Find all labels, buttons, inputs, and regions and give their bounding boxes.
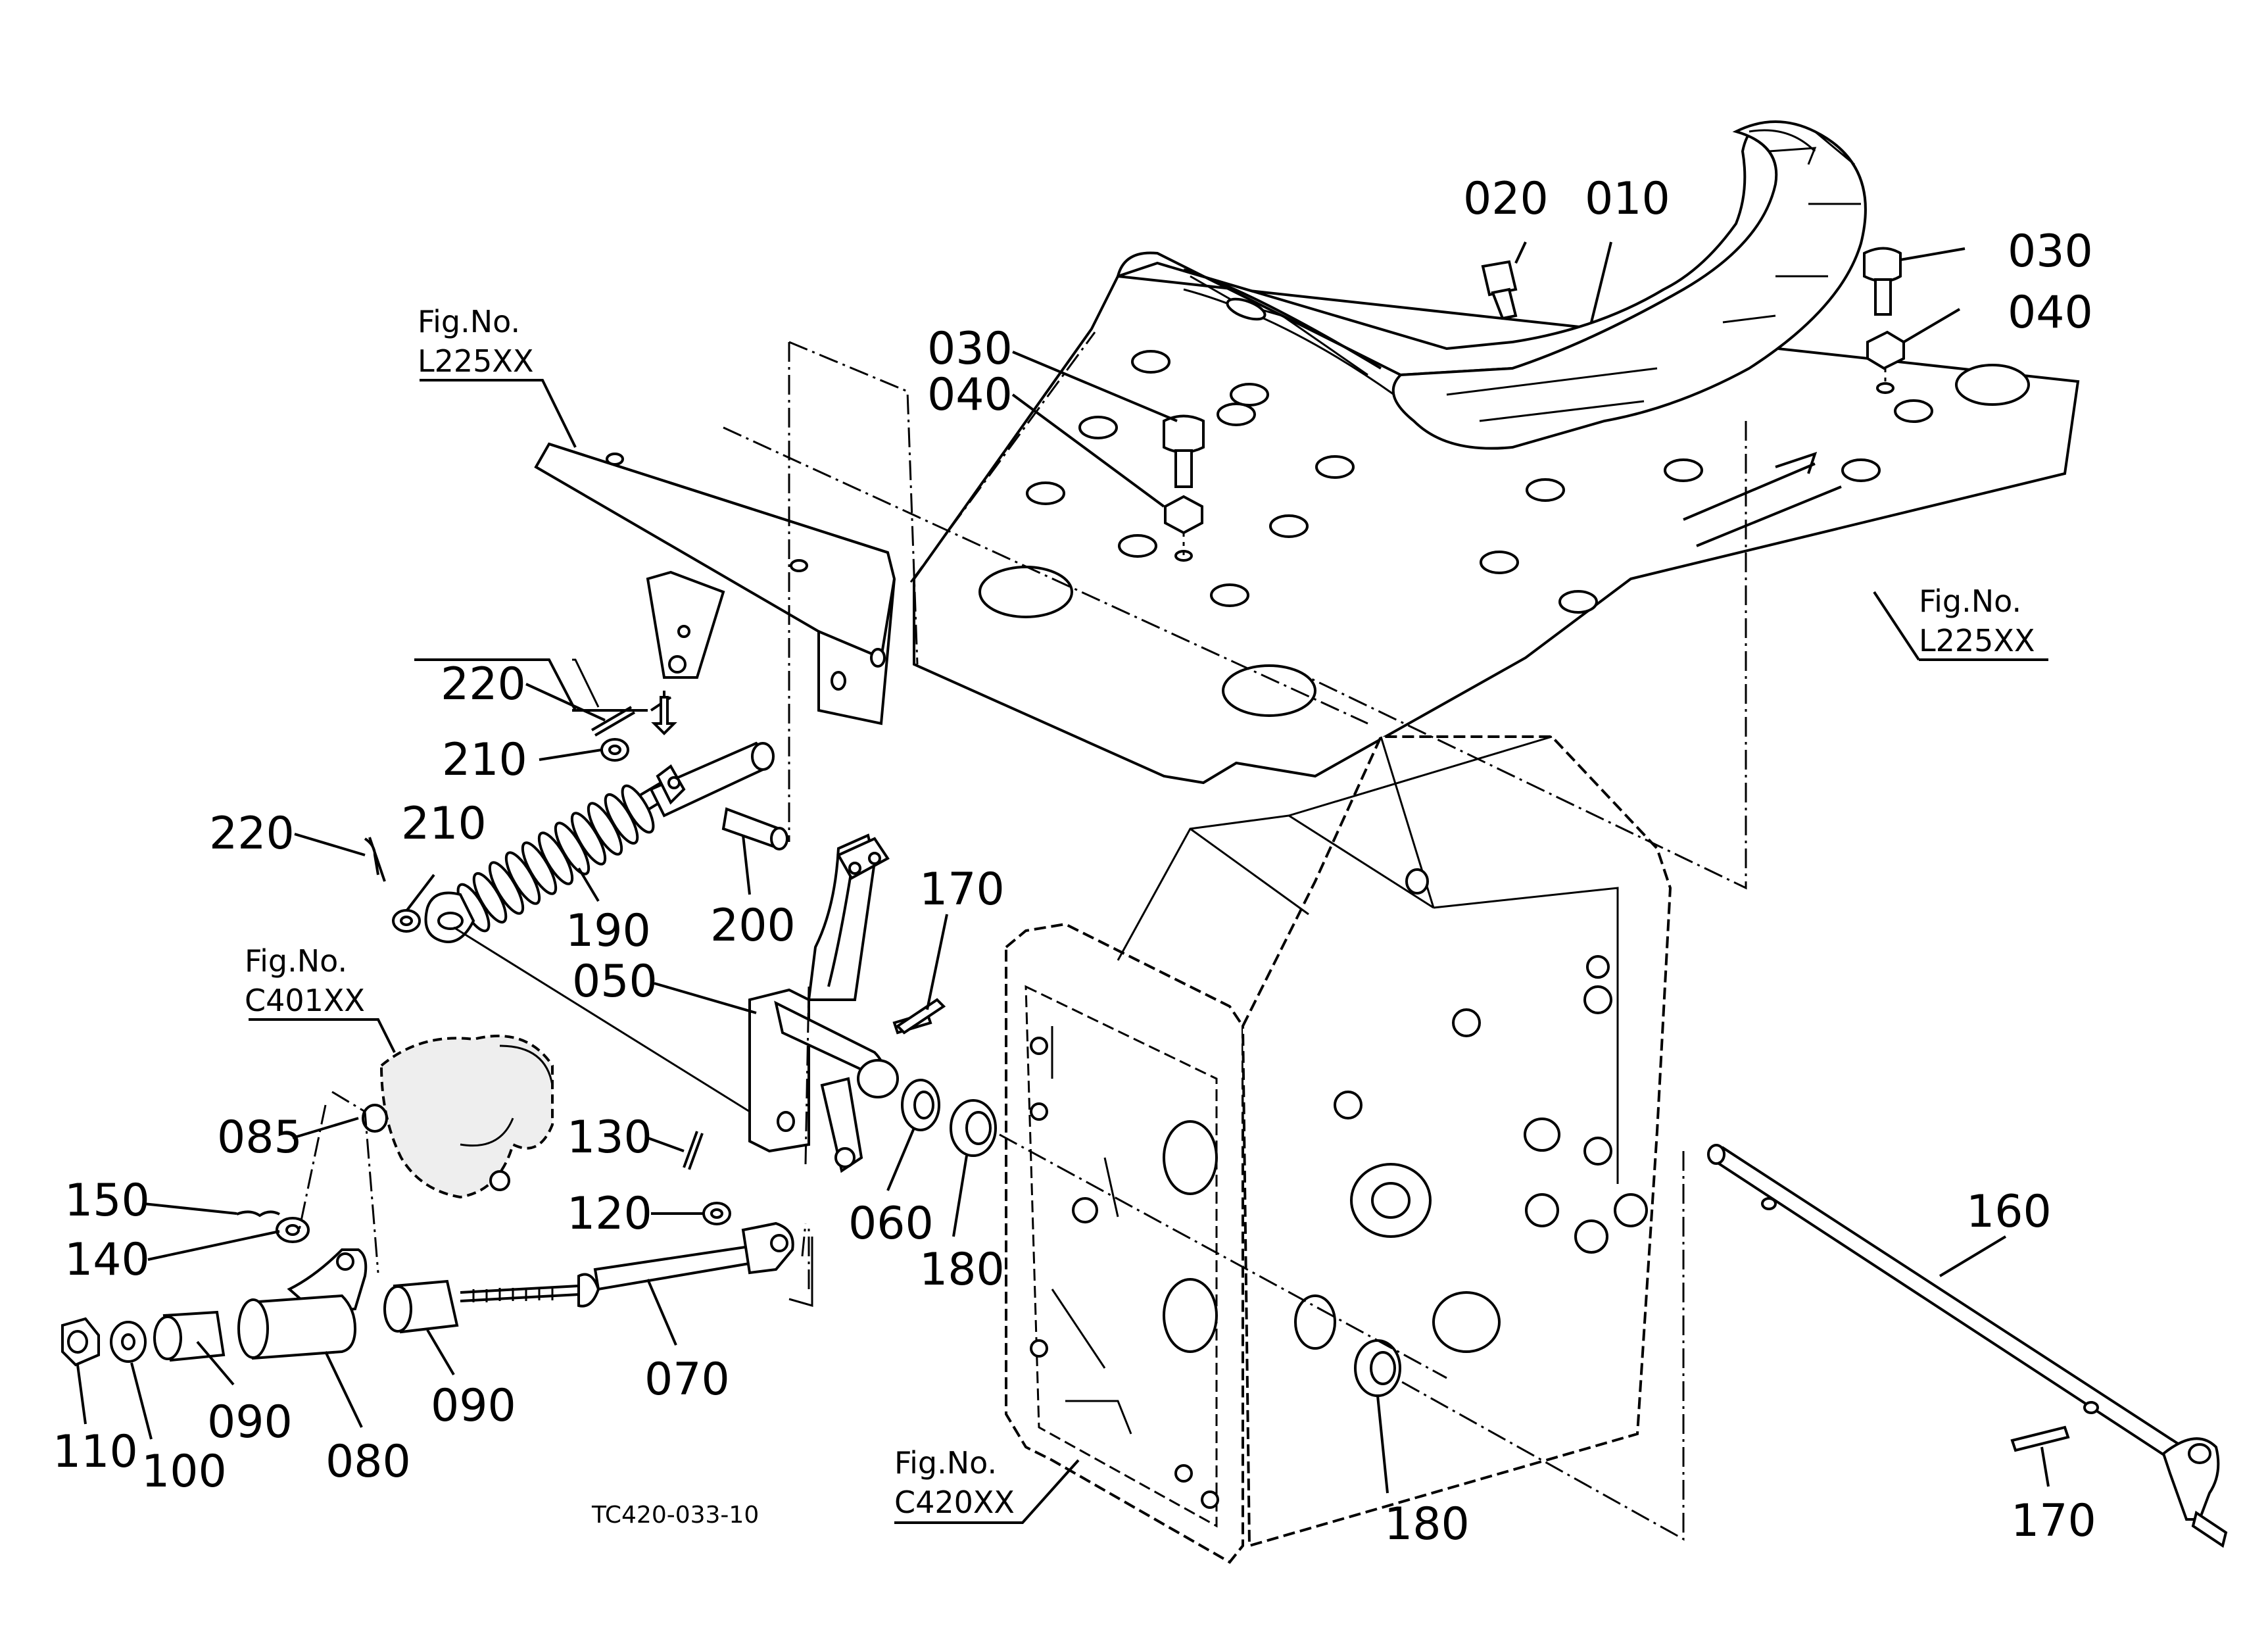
callout-200: 200 [710,900,796,952]
cotter-150 [236,1210,280,1217]
seal-180-bottom [1354,1339,1401,1397]
spring-coils [456,784,655,933]
pin-200 [721,807,788,850]
washer-100 [110,1321,147,1363]
callout-120: 120 [567,1188,652,1240]
ref-l225-top-line2: L225XX [418,343,533,379]
callout-180-bottom: 180 [1384,1498,1470,1550]
transmission-case-c420 [1005,735,1672,1564]
callout-030-left: 030 [927,323,1013,375]
callout-040-top-right: 040 [2008,287,2093,339]
drawing-code: TC420-033-10 [591,1502,759,1529]
bolt-030-left [1163,414,1205,488]
pin-170-lower [2010,1425,2070,1452]
ref-c420-line1: Fig.No. [894,1445,997,1481]
pedal-010 [1116,120,1867,450]
bracket-l225 [534,442,896,735]
callout-050: 050 [572,956,658,1008]
ref-l225-right-line1: Fig.No. [1919,583,2021,619]
nut-040-left [1164,495,1203,562]
washer-120 [702,1202,731,1225]
washer-140 [276,1217,310,1243]
callout-090-right: 090 [431,1380,516,1432]
bolt-030-right [1863,247,1902,316]
rod-070 [460,1221,794,1308]
lever-080 [237,1248,368,1360]
cotter-220-lower [364,837,386,882]
spring-190 [424,741,775,943]
callout-030-top-right: 030 [2008,226,2093,278]
callout-090-left: 090 [207,1396,293,1448]
ref-l225-right-line2: L225XX [1919,623,2035,658]
bracket-c401 [379,1035,554,1199]
washer-210-upper [600,738,629,762]
callout-110: 110 [53,1426,138,1478]
callout-010: 010 [1585,173,1670,225]
callout-leaders [76,241,2050,1494]
assembly-lines [298,332,1747,1541]
nut-040-right [1866,330,1905,394]
seal-180-mid [950,1099,997,1157]
callout-060: 060 [848,1198,934,1250]
shaft-160 [1707,1144,2228,1548]
callout-130: 130 [567,1112,652,1164]
ref-c420-line2: C420XX [894,1485,1015,1520]
callout-210-upper: 210 [442,734,527,786]
callout-180-mid: 180 [919,1244,1005,1296]
callout-170-lower: 170 [2011,1495,2096,1547]
callout-020: 020 [1463,173,1549,225]
part-callouts: 010 020 030 040 030 040 220 210 220 210 … [53,173,2096,1550]
floor-plate [913,274,2080,785]
pin-170-upper [895,998,946,1035]
washer-060 [901,1079,940,1131]
nut-110 [61,1317,100,1367]
washer-210-lower [392,909,421,933]
callout-220-lower: 220 [209,808,295,860]
plate-holes [1026,350,1933,614]
callout-210-lower: 210 [401,798,487,850]
ref-l225-top-line1: Fig.No. [418,304,520,339]
callout-040-left: 040 [927,369,1013,421]
callout-220-upper: 220 [441,658,526,710]
bolt-020 [1481,260,1518,320]
lever-050 [748,833,899,1173]
callout-100: 100 [141,1446,227,1498]
ref-c401-line2: C401XX [245,983,365,1018]
callout-070: 070 [644,1354,730,1406]
callout-140: 140 [64,1234,150,1286]
reference-labels: Fig.No. L225XX Fig.No. L225XX Fig.No. C4… [245,304,2035,1520]
callout-080: 080 [326,1436,411,1488]
callout-190: 190 [566,905,651,957]
callout-150: 150 [64,1175,150,1227]
callout-085: 085 [217,1112,302,1164]
bushing-090-right [383,1279,459,1334]
reference-leaders [249,379,2048,1524]
callout-170-upper: 170 [919,864,1005,916]
bushing-090-left [153,1310,226,1362]
callout-160: 160 [1966,1186,2052,1238]
thin-leader-guides [453,926,813,1307]
cotter-130 [683,1131,704,1170]
bushing-085 [362,1104,388,1133]
ref-c401-line1: Fig.No. [245,943,347,979]
